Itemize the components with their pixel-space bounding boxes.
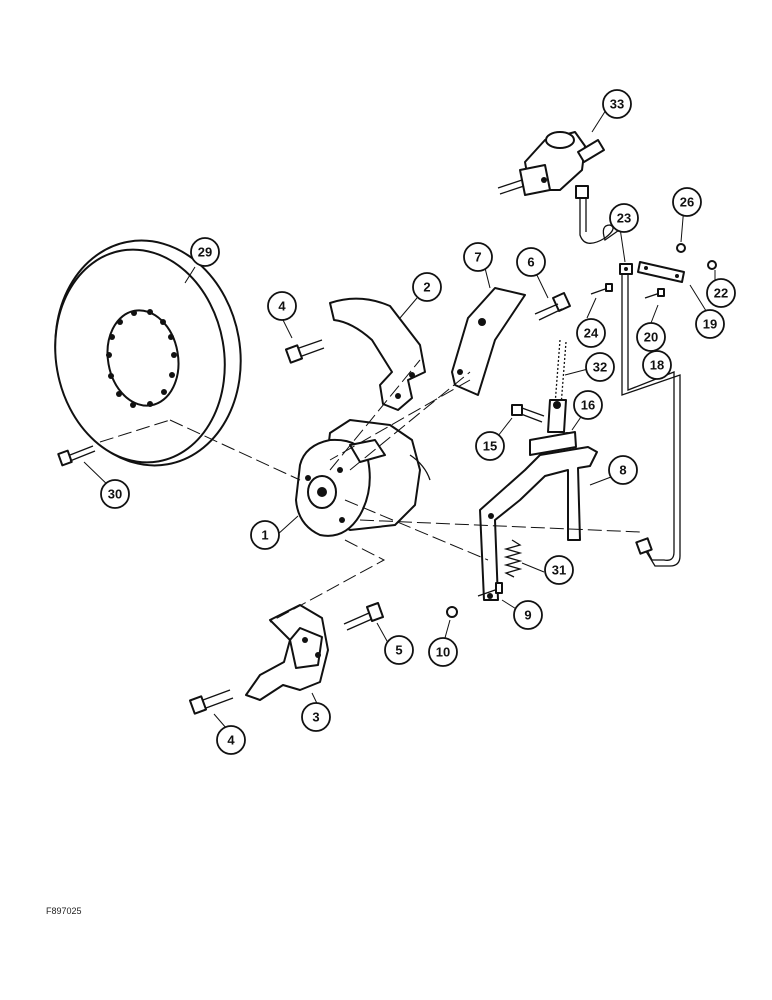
callout-20: 20 <box>636 322 666 352</box>
svg-text:23: 23 <box>617 211 631 226</box>
svg-text:6: 6 <box>527 255 534 270</box>
callout-4-upper: 4 <box>267 291 297 321</box>
part-6-bolt <box>534 292 571 321</box>
callout-23: 23 <box>609 203 639 233</box>
svg-text:24: 24 <box>584 326 599 341</box>
callout-9: 9 <box>513 600 543 630</box>
part-24-pin <box>590 283 613 295</box>
callout-33: 33 <box>602 89 632 119</box>
assembly-lines <box>99 359 641 623</box>
svg-text:18: 18 <box>650 358 664 373</box>
svg-text:1: 1 <box>261 528 268 543</box>
part-4-bolt-upper <box>284 339 325 364</box>
part-19-link-plate <box>637 261 685 283</box>
svg-text:22: 22 <box>714 286 728 301</box>
svg-text:32: 32 <box>593 360 607 375</box>
svg-text:26: 26 <box>680 195 694 210</box>
svg-text:8: 8 <box>619 463 626 478</box>
svg-text:4: 4 <box>278 299 286 314</box>
part-8-lever-bracket <box>479 431 598 601</box>
part-33-master-cylinder <box>497 131 605 196</box>
callout-32: 32 <box>585 352 615 382</box>
part-32-adjuster-rod <box>547 339 567 433</box>
svg-text:29: 29 <box>198 245 212 260</box>
part-18-tube <box>575 185 681 567</box>
callout-30: 30 <box>100 479 130 509</box>
svg-text:4: 4 <box>227 733 235 748</box>
callout-4-lower: 4 <box>216 725 246 755</box>
callout-22: 22 <box>706 278 736 308</box>
part-20-pin <box>644 288 665 299</box>
callout-1: 1 <box>250 520 280 550</box>
part-26-nut <box>676 243 686 253</box>
svg-text:19: 19 <box>703 317 717 332</box>
svg-text:2: 2 <box>423 280 430 295</box>
svg-text:30: 30 <box>108 487 122 502</box>
part-30-bolt <box>57 445 96 467</box>
svg-text:7: 7 <box>474 250 481 265</box>
callout-5: 5 <box>384 635 414 665</box>
part-22-nut <box>707 260 717 270</box>
callout-31: 31 <box>544 555 574 585</box>
part-1-pump-unit <box>295 419 431 537</box>
svg-text:20: 20 <box>644 330 658 345</box>
svg-text:9: 9 <box>524 608 531 623</box>
part-3-lower-bracket <box>245 604 329 701</box>
part-7-bracket <box>451 287 526 396</box>
part-5-bolt <box>343 602 384 631</box>
part-10-nut <box>446 606 458 618</box>
callout-3: 3 <box>301 702 331 732</box>
callout-7: 7 <box>463 242 493 272</box>
part-9-bolt <box>477 582 503 597</box>
part-29-disc <box>54 239 242 467</box>
callout-6: 6 <box>516 247 546 277</box>
svg-text:31: 31 <box>552 563 566 578</box>
callout-18: 18 <box>642 350 672 380</box>
part-2-upper-arm <box>329 297 426 411</box>
callout-19: 19 <box>695 309 725 339</box>
svg-text:3: 3 <box>312 710 319 725</box>
callout-29: 29 <box>190 237 220 267</box>
callout-10: 10 <box>428 637 458 667</box>
callout-8: 8 <box>608 455 638 485</box>
svg-text:10: 10 <box>436 645 450 660</box>
figure-code: F897025 <box>46 906 82 916</box>
part-15-bolt <box>511 404 545 423</box>
callout-2: 2 <box>412 272 442 302</box>
callout-24: 24 <box>576 318 606 348</box>
callout-26: 26 <box>672 187 702 217</box>
svg-text:15: 15 <box>483 439 497 454</box>
svg-text:5: 5 <box>395 643 402 658</box>
part-23-fitting <box>619 263 633 275</box>
callout-15: 15 <box>475 431 505 461</box>
svg-text:16: 16 <box>581 398 595 413</box>
part-31-spring <box>503 539 523 578</box>
callout-16: 16 <box>573 390 603 420</box>
svg-text:33: 33 <box>610 97 624 112</box>
part-4-bolt-lower <box>188 689 234 715</box>
